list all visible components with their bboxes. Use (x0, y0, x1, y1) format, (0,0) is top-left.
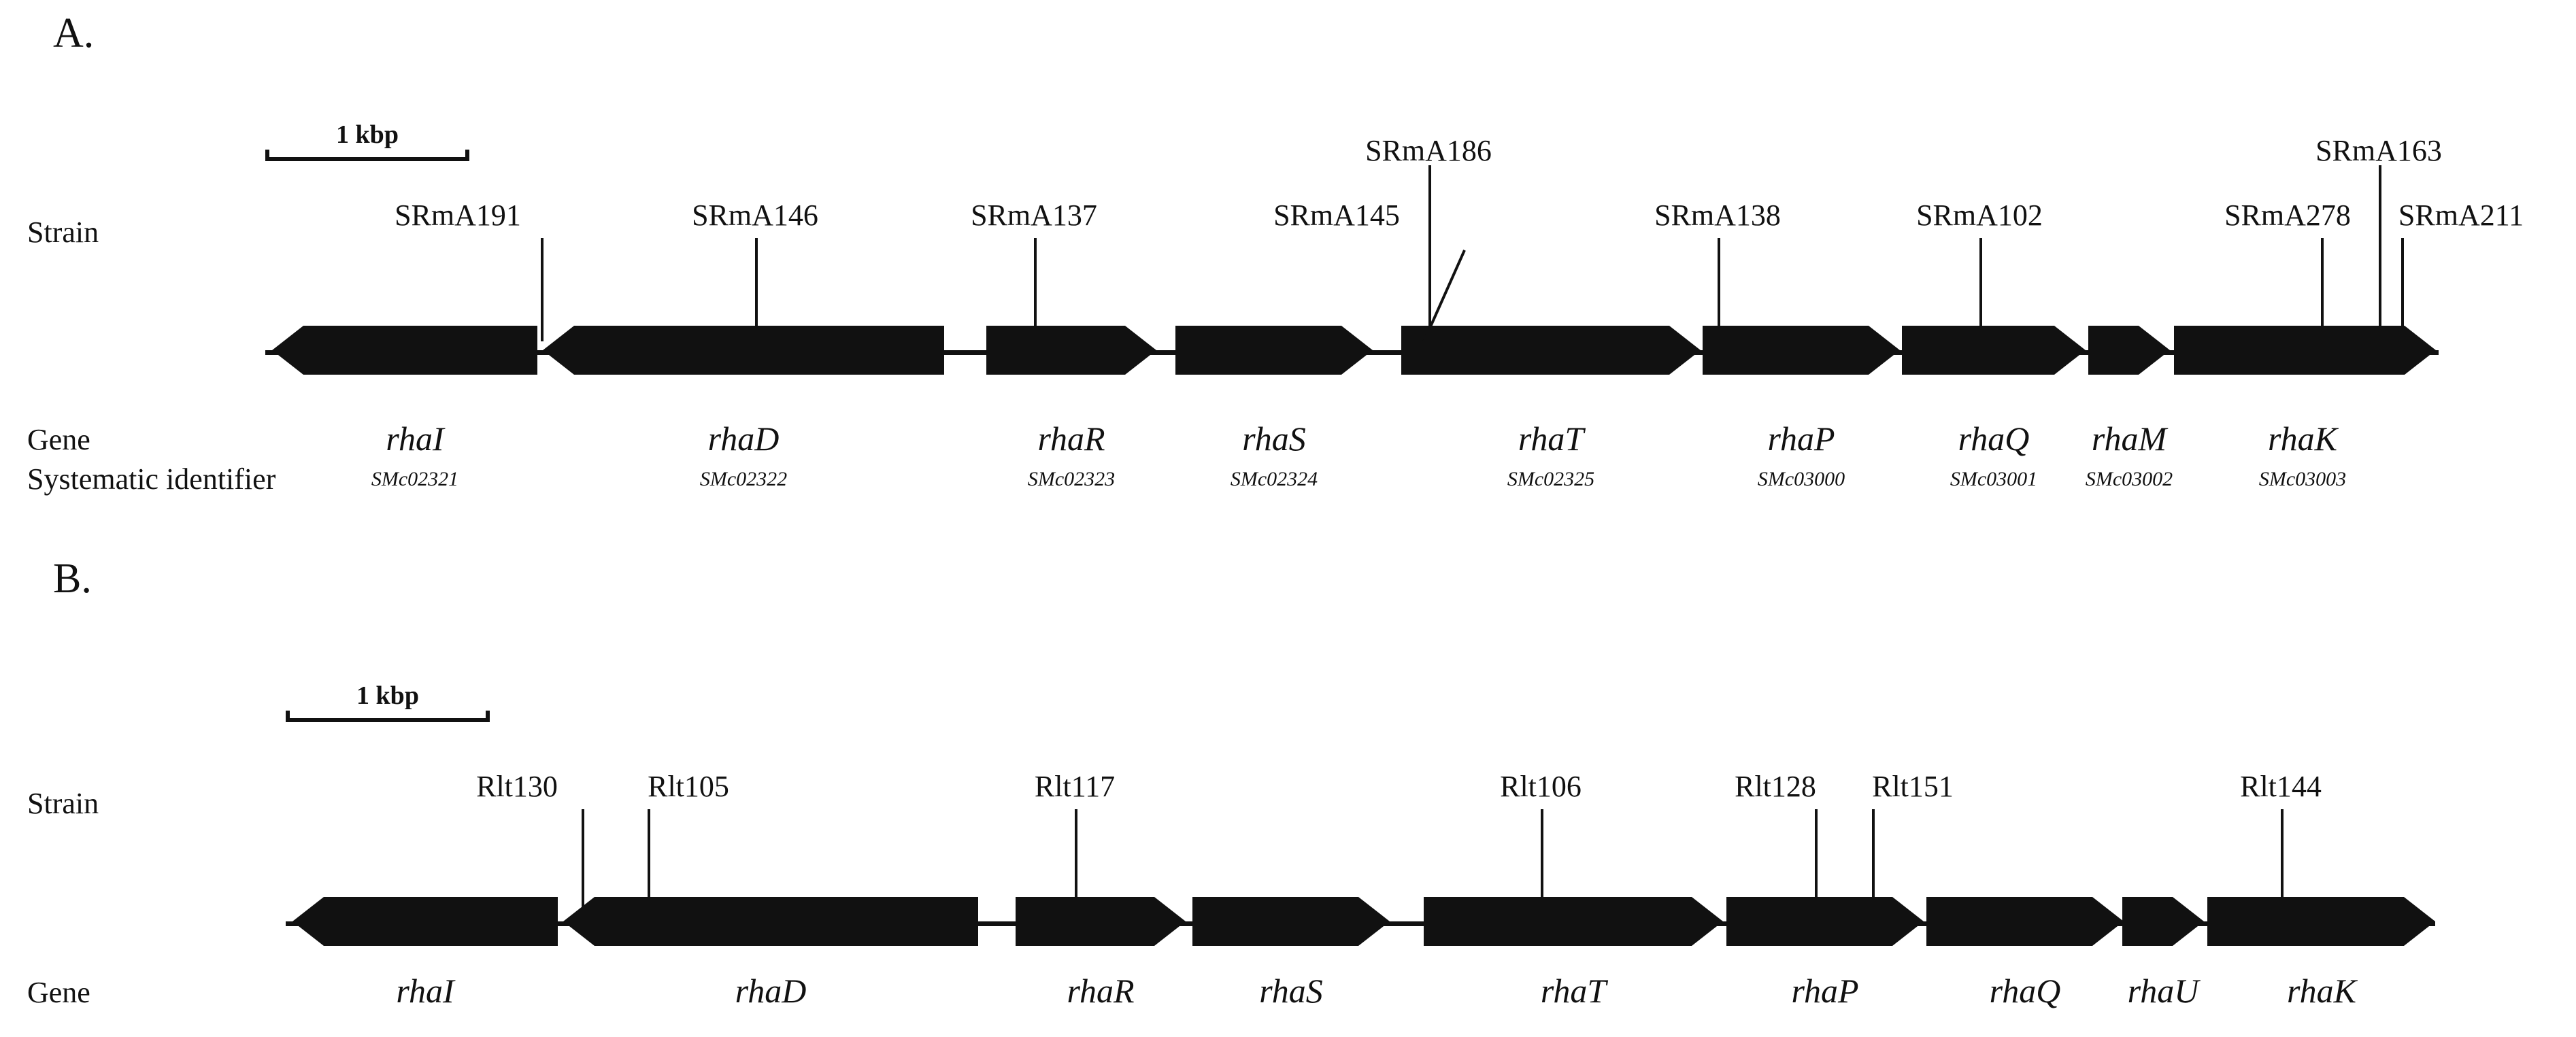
strain-label-Rlt117: Rlt117 (1034, 770, 1116, 803)
strain-leader-Rlt106 (1541, 809, 1543, 915)
strain-leader-SRmA278 (2321, 238, 2324, 341)
gene-name-rhaQ: rhaQ (1989, 972, 2061, 1010)
gene-arrow-rhaP (1703, 326, 1900, 375)
panel-b-letter: B. (53, 556, 92, 602)
strain-leader-Rlt105 (648, 809, 650, 915)
strain-leader-Rlt128 (1815, 809, 1818, 915)
strain-leader-SRmA146 (755, 238, 758, 341)
gene-arrow-rhaD (543, 326, 944, 375)
strain-leader-Rlt144 (2281, 809, 2284, 915)
strain-label-Rlt106: Rlt106 (1500, 770, 1582, 803)
panel-a-strain-row-label: Strain (27, 216, 99, 249)
strain-label-SRmA145: SRmA145 (1273, 199, 1400, 232)
strain-label-Rlt151: Rlt151 (1872, 770, 1954, 803)
gene-sysid-rhaS: SMc02324 (1230, 468, 1318, 490)
strain-label-Rlt130: Rlt130 (476, 770, 558, 803)
gene-name-rhaR: rhaR (1067, 972, 1135, 1010)
gene-arrow-rhaS (1192, 897, 1390, 946)
panel-a-scale-bar: 1 kbp (265, 119, 469, 161)
gene-name-rhaP: rhaP (1767, 420, 1835, 458)
strain-leader-SRmA191 (541, 238, 543, 341)
gene-name-rhaK: rhaK (2287, 972, 2356, 1010)
gene-arrow-rhaS (1175, 326, 1373, 375)
gene-name-rhaT: rhaT (1518, 420, 1584, 458)
strain-leader-SRmA138 (1718, 238, 1720, 341)
panel-a-sysid-row-label: Systematic identifier (27, 462, 276, 496)
gene-arrow-rhaK (2207, 897, 2435, 946)
gene-name-rhaT: rhaT (1540, 972, 1607, 1010)
gene-sysid-rhaD: SMc02322 (699, 468, 788, 490)
gene-sysid-rhaT: SMc02325 (1507, 468, 1595, 490)
strain-label-SRmA186: SRmA186 (1365, 134, 1492, 167)
gene-arrow-rhaM (2088, 326, 2170, 375)
gene-arrow-rhaP (1726, 897, 1924, 946)
panel-b-scale-bar: 1 kbp (286, 680, 490, 722)
strain-label-SRmA146: SRmA146 (692, 199, 818, 232)
gene-arrow-rhaT (1401, 326, 1701, 375)
gene-sysid-rhaR: SMc02323 (1027, 468, 1116, 490)
gene-sysid-rhaI: SMc02321 (371, 468, 459, 490)
gene-name-rhaI: rhaI (386, 420, 444, 458)
gene-name-rhaP: rhaP (1791, 972, 1859, 1010)
gene-arrow-rhaU (2122, 897, 2204, 946)
strain-leader-SRmA211 (2401, 238, 2404, 341)
panel-b-gene-row-label: Gene (27, 976, 90, 1009)
strain-leader-SRmA186 (1428, 165, 1431, 342)
gene-name-rhaD: rhaD (707, 420, 780, 458)
strain-label-SRmA191: SRmA191 (395, 199, 521, 232)
panel-a-scale-bar-line (265, 157, 469, 161)
panel-b-scale-bar-label: 1 kbp (356, 681, 419, 710)
strain-leader-Rlt130 (582, 809, 584, 915)
panel-a-letter: A. (53, 10, 95, 56)
strain-label-Rlt105: Rlt105 (648, 770, 729, 803)
gene-arrow-rhaD (563, 897, 978, 946)
gene-name-rhaD: rhaD (735, 972, 807, 1010)
strain-label-Rlt128: Rlt128 (1735, 770, 1816, 803)
panel-b-scale-bar-tick-right (486, 711, 490, 722)
gene-arrow-rhaQ (1902, 326, 2086, 375)
panel-b-scale-bar-tick-left (286, 711, 290, 722)
panel-b-strain-row-label: Strain (27, 787, 99, 820)
gene-sysid-rhaK: SMc03003 (2258, 468, 2347, 490)
strain-leader-SRmA102 (1979, 238, 1982, 341)
gene-name-rhaM: rhaM (2091, 420, 2167, 458)
strain-label-SRmA211: SRmA211 (2398, 199, 2524, 232)
strain-label-SRmA102: SRmA102 (1916, 199, 2043, 232)
gene-arrow-rhaR (986, 326, 1156, 375)
gene-name-rhaS: rhaS (1259, 972, 1323, 1010)
panel-a-scale-bar-label: 1 kbp (336, 120, 399, 149)
panel-a-scale-bar-tick-left (265, 150, 269, 161)
strain-label-SRmA137: SRmA137 (971, 199, 1097, 232)
gene-arrow-rhaR (1016, 897, 1186, 946)
gene-name-rhaS: rhaS (1242, 420, 1306, 458)
gene-sysid-rhaQ: SMc03001 (1950, 468, 2038, 490)
strain-leader-Rlt151 (1872, 809, 1875, 915)
gene-name-rhaR: rhaR (1037, 420, 1105, 458)
gene-sysid-rhaP: SMc03000 (1757, 468, 1845, 490)
gene-arrow-rhaT (1424, 897, 1723, 946)
strain-leader-Rlt117 (1075, 809, 1077, 915)
gene-arrow-rhaK (2174, 326, 2436, 375)
gene-name-rhaI: rhaI (396, 972, 454, 1010)
strain-label-SRmA138: SRmA138 (1654, 199, 1781, 232)
panel-a-gene-row-label: Gene (27, 423, 90, 456)
panel-b-scale-bar-line (286, 718, 490, 722)
strain-leader-SRmA163 (2379, 165, 2381, 342)
strain-label-SRmA278: SRmA278 (2224, 199, 2351, 232)
gene-name-rhaU: rhaU (2127, 972, 2199, 1010)
gene-arrow-rhaI (272, 326, 537, 375)
gene-name-rhaK: rhaK (2268, 420, 2337, 458)
strain-label-Rlt144: Rlt144 (2240, 770, 2322, 803)
gene-arrow-rhaQ (1926, 897, 2124, 946)
panel-a-scale-bar-tick-right (465, 150, 469, 161)
gene-sysid-rhaM: SMc03002 (2085, 468, 2173, 490)
strain-leader-SRmA137 (1034, 238, 1037, 341)
strain-label-SRmA163: SRmA163 (2315, 134, 2442, 167)
gene-arrow-rhaI (292, 897, 558, 946)
gene-name-rhaQ: rhaQ (1958, 420, 2030, 458)
